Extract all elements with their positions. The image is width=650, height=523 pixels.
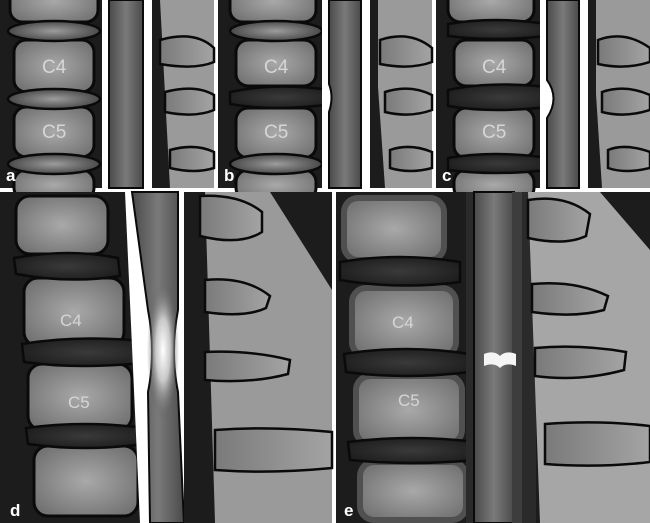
vertebra-label-c4-e: C4	[392, 313, 414, 332]
panel-letter-b: b	[224, 166, 234, 185]
vertebra-label-c5-e: C5	[398, 391, 420, 410]
panel-e: C4 C5 e	[336, 192, 650, 523]
panel-a: C4 C5 a	[0, 0, 214, 200]
panel-c: C4 C5 c	[436, 0, 650, 200]
panel-b: C4 C5 b	[218, 0, 432, 200]
vertebra-label-c4-d: C4	[60, 311, 82, 330]
panel-letter-e: e	[344, 501, 353, 520]
panel-letter-c: c	[442, 166, 451, 185]
vertebra-label-c5-c: C5	[482, 122, 506, 143]
panel-d: C4 C5 d	[0, 192, 332, 523]
vertebra-label-c4-a: C4	[42, 57, 67, 78]
vertebra-label-c5-b: C5	[264, 122, 288, 143]
vertebra-label-c4-c: C4	[482, 57, 507, 78]
vertebra-label-c5-d: C5	[68, 393, 90, 412]
vertebra-label-c4-b: C4	[264, 57, 289, 78]
vertebra-label-c5-a: C5	[42, 122, 66, 143]
panel-letter-a: a	[6, 166, 16, 185]
panel-letter-d: d	[10, 501, 20, 520]
